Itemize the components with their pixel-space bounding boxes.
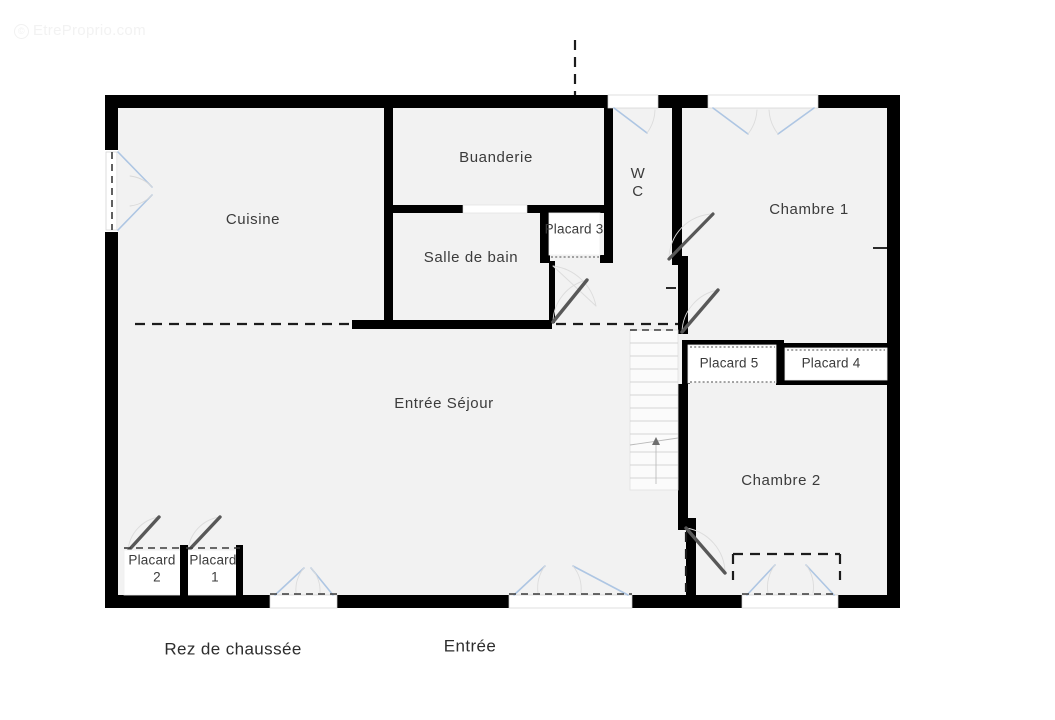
room-label-placard-4: Placard 4 [802, 356, 861, 371]
room-label-placard-5: Placard 5 [700, 356, 759, 371]
room-label-placard-1-word: Placard [189, 553, 236, 568]
room-labels: Cuisine Buanderie W C Placard 3 Salle de… [128, 149, 860, 585]
caption-entry: Entrée [444, 636, 497, 655]
watermark: © EtreProprio.com [14, 22, 146, 39]
room-label-salle-de-bain: Salle de bain [424, 249, 519, 266]
room-label-cuisine: Cuisine [226, 211, 280, 228]
dashed-lines-thin [111, 152, 838, 595]
copyright-icon: © [14, 24, 29, 39]
exterior-walls [105, 95, 900, 608]
closet-walls-bottom-left [180, 545, 243, 597]
window-swings [117, 107, 835, 596]
room-label-placard-1-num: 1 [211, 570, 219, 585]
room-label-wc-w: W [631, 165, 646, 182]
staircase [629, 329, 679, 491]
room-label-entree-sejour: Entrée Séjour [394, 395, 494, 412]
dashed-lines [135, 40, 842, 592]
closet-boxes [123, 212, 888, 596]
room-label-buanderie: Buanderie [459, 149, 533, 166]
room-label-placard-2-num: 2 [153, 570, 161, 585]
room-label-chambre-1: Chambre 1 [769, 201, 849, 218]
room-label-wc-c: C [632, 183, 643, 200]
plan-captions: Rez de chaussée Entrée [164, 636, 496, 658]
door-swings [126, 212, 727, 575]
room-label-chambre-2: Chambre 2 [741, 472, 821, 489]
interior-walls [352, 108, 887, 595]
caption-floor: Rez de chaussée [164, 639, 301, 658]
watermark-text: EtreProprio.com [33, 22, 146, 39]
closet-fronts [551, 256, 885, 383]
room-label-placard-2-word: Placard [128, 553, 175, 568]
room-label-placard-3: Placard 3 [545, 222, 604, 237]
dimension-ticks [666, 247, 887, 289]
